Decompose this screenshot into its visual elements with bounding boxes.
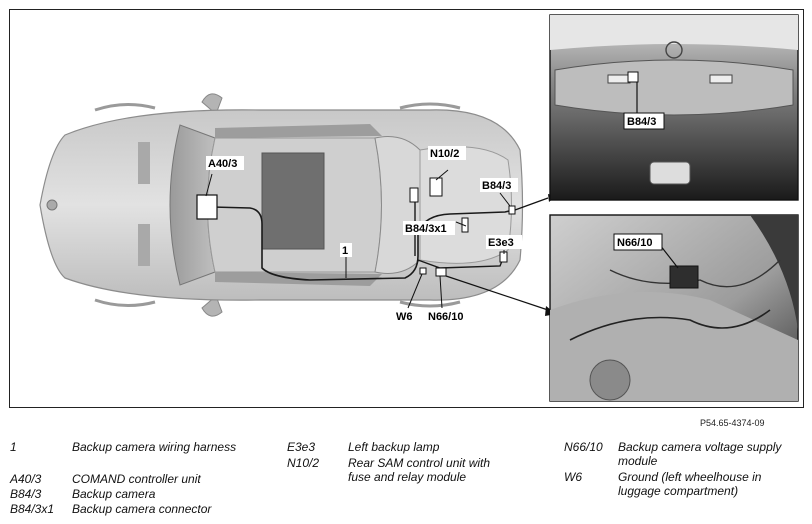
legend-desc: Rear SAM control unit with fuse and rela… bbox=[348, 456, 491, 484]
wiring-harness bbox=[211, 206, 515, 281]
figure-reference: P54.65-4374-09 bbox=[700, 418, 765, 428]
cable-run-2 bbox=[609, 259, 781, 288]
front-wheel-arch-top bbox=[94, 103, 156, 112]
photo-label-bg-camera bbox=[623, 112, 665, 130]
photo-top-sky bbox=[550, 15, 798, 50]
license-light-left bbox=[607, 74, 631, 84]
arrow-to-top-photo bbox=[514, 197, 549, 211]
diagram-frame: A40/3 N10/2 B84/3 B84/3x1 E3e3 1 W6 N66/… bbox=[9, 9, 804, 408]
legend-desc: Backup camera voltage supply module bbox=[618, 440, 782, 468]
voltage-module-photo bbox=[669, 265, 699, 289]
legend-desc: Backup camera bbox=[72, 487, 156, 501]
legend-code: B84/3 bbox=[10, 487, 42, 501]
voltage-module-shape bbox=[435, 267, 447, 277]
label-bg-sam bbox=[428, 146, 466, 160]
latch-part bbox=[649, 161, 691, 185]
legend-desc: Ground (left wheelhouse in luggage compa… bbox=[618, 470, 762, 498]
photo-label-bg-module bbox=[613, 233, 663, 251]
label-bg-lamp bbox=[486, 235, 522, 249]
mirror-top bbox=[201, 93, 223, 115]
callout-lamp: E3e3 bbox=[488, 237, 514, 249]
camera-lens-photo bbox=[627, 71, 639, 83]
label-bg-harness bbox=[340, 243, 352, 257]
grille-lower bbox=[138, 224, 150, 266]
leader-ground bbox=[407, 273, 423, 309]
speaker-grille bbox=[589, 359, 631, 401]
sunroof bbox=[261, 152, 325, 250]
legend: 1 Backup camera wiring harness A40/3 COM… bbox=[0, 440, 812, 524]
camera-shape bbox=[508, 205, 516, 215]
comand-unit-shape bbox=[196, 194, 218, 220]
leader-voltage bbox=[439, 275, 443, 309]
legend-code: W6 bbox=[564, 470, 582, 484]
leader-camera bbox=[499, 192, 511, 207]
window-top bbox=[215, 124, 382, 138]
leader-photo-module bbox=[659, 244, 679, 269]
callout-ground: W6 bbox=[396, 311, 413, 323]
callout-voltage-module: N66/10 bbox=[428, 311, 463, 323]
front-wheel-arch-bottom bbox=[94, 298, 156, 307]
cable-run-1 bbox=[569, 309, 771, 341]
arrow-to-bottom-photo bbox=[445, 275, 549, 311]
legend-desc: Backup camera connector bbox=[72, 502, 212, 516]
dark-corner bbox=[750, 215, 798, 330]
photo-callout-module: N66/10 bbox=[617, 237, 652, 249]
vehicle-diagram: A40/3 N10/2 B84/3 B84/3x1 E3e3 1 W6 N66/… bbox=[39, 14, 799, 402]
grille-upper bbox=[138, 142, 150, 184]
legend-code: N10/2 bbox=[287, 456, 320, 470]
label-bg-connector bbox=[403, 221, 455, 235]
legend-code: A40/3 bbox=[10, 472, 42, 486]
photo-voltage-module: N66/10 bbox=[549, 214, 799, 402]
callout-camera: B84/3 bbox=[482, 180, 511, 192]
callout-sam: N10/2 bbox=[430, 148, 459, 160]
trunk-handle-bar bbox=[554, 59, 794, 116]
label-bg-camera bbox=[480, 178, 518, 192]
connector-shape bbox=[461, 217, 469, 233]
leader-connector bbox=[455, 221, 467, 227]
legend-desc: Backup camera wiring harness bbox=[72, 440, 237, 454]
label-bg-comand bbox=[206, 156, 244, 170]
leader-sam bbox=[435, 169, 449, 181]
photo-rear-camera: B84/3 bbox=[549, 14, 799, 201]
legend-code: 1 bbox=[10, 440, 17, 454]
callout-connector: B84/3x1 bbox=[405, 223, 447, 235]
mirror-bottom bbox=[201, 295, 223, 317]
legend-desc: COMAND controller unit bbox=[72, 472, 201, 486]
legend-desc: Left backup lamp bbox=[348, 440, 440, 454]
rear-wheel-arch-bottom bbox=[399, 300, 461, 308]
photo-callout-camera: B84/3 bbox=[627, 116, 656, 128]
callout-comand: A40/3 bbox=[208, 158, 237, 170]
sam-relay-shape bbox=[409, 187, 419, 203]
leader-comand bbox=[205, 173, 213, 197]
license-light-right bbox=[709, 74, 733, 84]
star-emblem bbox=[665, 41, 683, 59]
callout-harness: 1 bbox=[342, 245, 348, 257]
rear-window bbox=[374, 136, 421, 274]
legend-code: B84/3x1 bbox=[10, 502, 55, 516]
sam-unit-shape bbox=[429, 177, 443, 197]
ground-shape bbox=[419, 267, 427, 275]
legend-code: N66/10 bbox=[564, 440, 603, 454]
rear-wheel-arch-top bbox=[399, 102, 461, 110]
legend-code: E3e3 bbox=[287, 440, 316, 454]
front-emblem bbox=[46, 199, 58, 211]
car-top-view bbox=[39, 93, 524, 317]
